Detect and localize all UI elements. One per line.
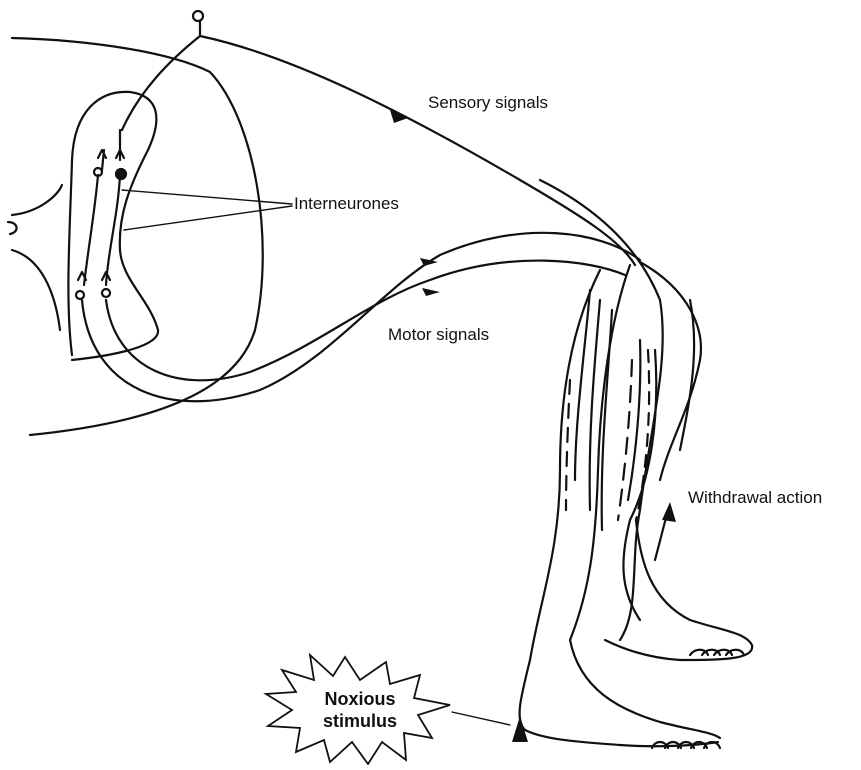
motor-nerve-inner: [106, 261, 625, 381]
motor-arrow-1: [420, 258, 438, 266]
stimulus-arrow: [512, 716, 528, 742]
sensory-nerve: [200, 36, 635, 265]
motor-arrow-2: [422, 288, 440, 296]
interneurone-pointer-2: [124, 206, 292, 230]
spinal-cord-upper-edge: [12, 185, 62, 215]
interneurone-pointer-1: [122, 190, 292, 204]
motor-signals-label: Motor signals: [388, 325, 489, 345]
interneurone-path-right: [106, 175, 120, 285]
noxious-line-2: stimulus: [310, 710, 410, 732]
sensory-signals-label: Sensory signals: [428, 93, 548, 113]
spinal-cord-lower-edge: [12, 250, 60, 330]
shin-front: [520, 270, 600, 730]
noxious-stimulus-label: Noxious stimulus: [310, 688, 410, 732]
spinal-cord-outline: [12, 38, 263, 435]
withdrawal-arrow-head: [662, 502, 676, 522]
interneurone-path-left: [84, 175, 98, 285]
stimulus-pointer: [452, 712, 510, 725]
noxious-line-1: Noxious: [310, 688, 410, 710]
leg-front-thigh: [680, 300, 694, 450]
withdrawal-action-label: Withdrawal action: [688, 488, 822, 508]
central-canal-notch: [8, 222, 17, 234]
ganglion-cell: [193, 11, 203, 21]
planted-foot: [525, 730, 718, 746]
interneurones-label: Interneurones: [294, 194, 399, 214]
